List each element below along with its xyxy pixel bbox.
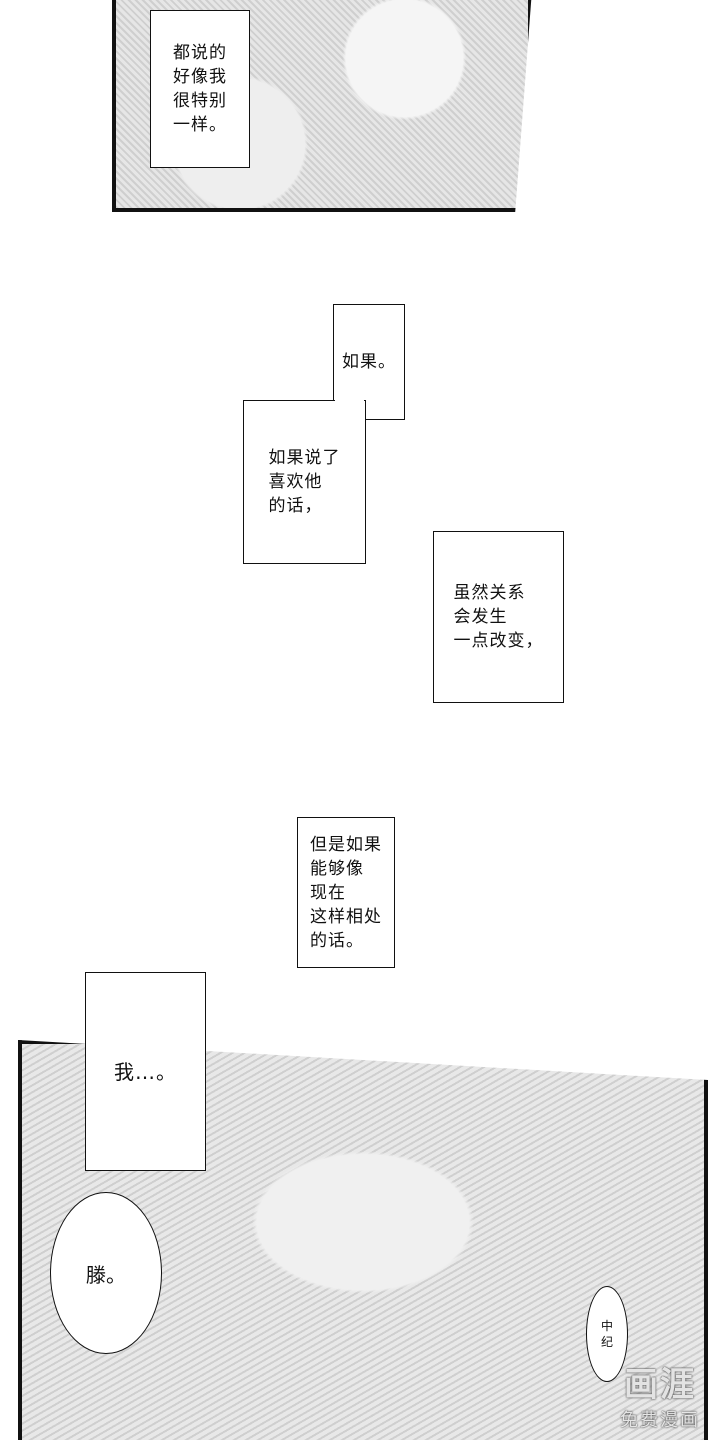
caption-seam [335, 399, 364, 403]
caption-relation: 虽然关系 会发生 一点改变， [433, 531, 564, 703]
speech-bubble-name: 滕。 [50, 1192, 162, 1354]
caption-but-if: 但是如果 能够像 现在 这样相处 的话。 [297, 817, 395, 968]
watermark-logo-text: 画涯 [624, 1365, 696, 1405]
watermark-logo: 画涯 免费漫画 [620, 1357, 700, 1432]
caption-if-long: 如果说了 喜欢他 的话， [243, 400, 366, 564]
speech-bubble-small: 中 纪 [586, 1286, 628, 1382]
watermark-sub-text: 免费漫画 [620, 1410, 700, 1431]
caption-top: 都说的 好像我 很特别 一样。 [150, 10, 250, 168]
caption-me: 我…。 [85, 972, 206, 1171]
